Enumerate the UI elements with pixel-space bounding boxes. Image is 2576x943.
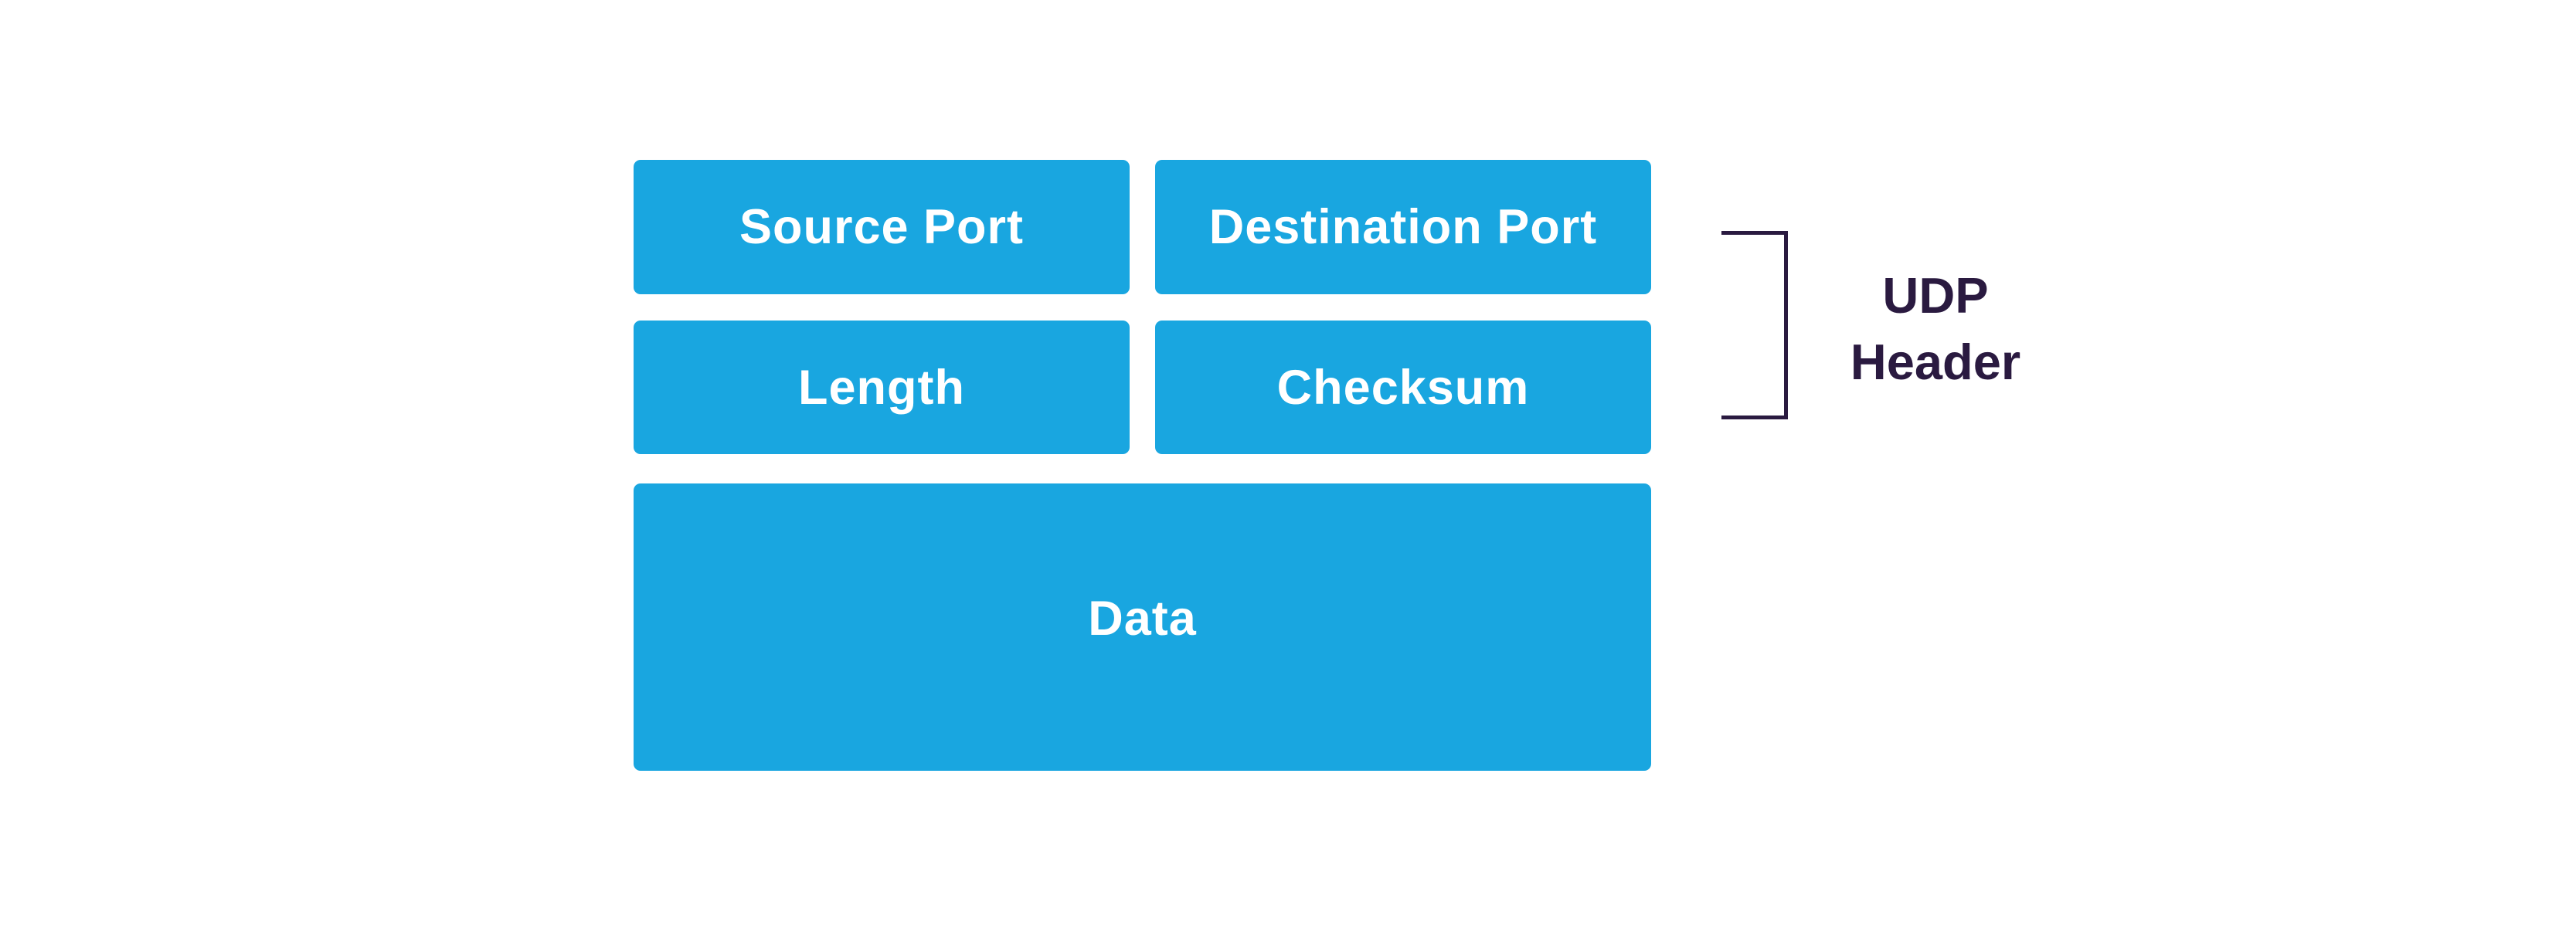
length-field: Length (634, 321, 1130, 454)
source-port-label: Source Port (739, 200, 1025, 254)
udp-header-line1: UDP (1882, 267, 1989, 324)
checksum-label: Checksum (1276, 360, 1530, 415)
udp-header-label: UDP Header (1808, 263, 2063, 395)
destination-port-label: Destination Port (1208, 200, 1598, 254)
udp-header-line2: Header (1850, 334, 2021, 390)
destination-port-field: Destination Port (1155, 160, 1651, 294)
checksum-field: Checksum (1155, 321, 1651, 454)
data-field: Data (634, 483, 1651, 771)
data-label: Data (1088, 592, 1197, 646)
header-bracket (1721, 231, 1788, 419)
source-port-field: Source Port (634, 160, 1130, 294)
length-label: Length (798, 360, 965, 415)
